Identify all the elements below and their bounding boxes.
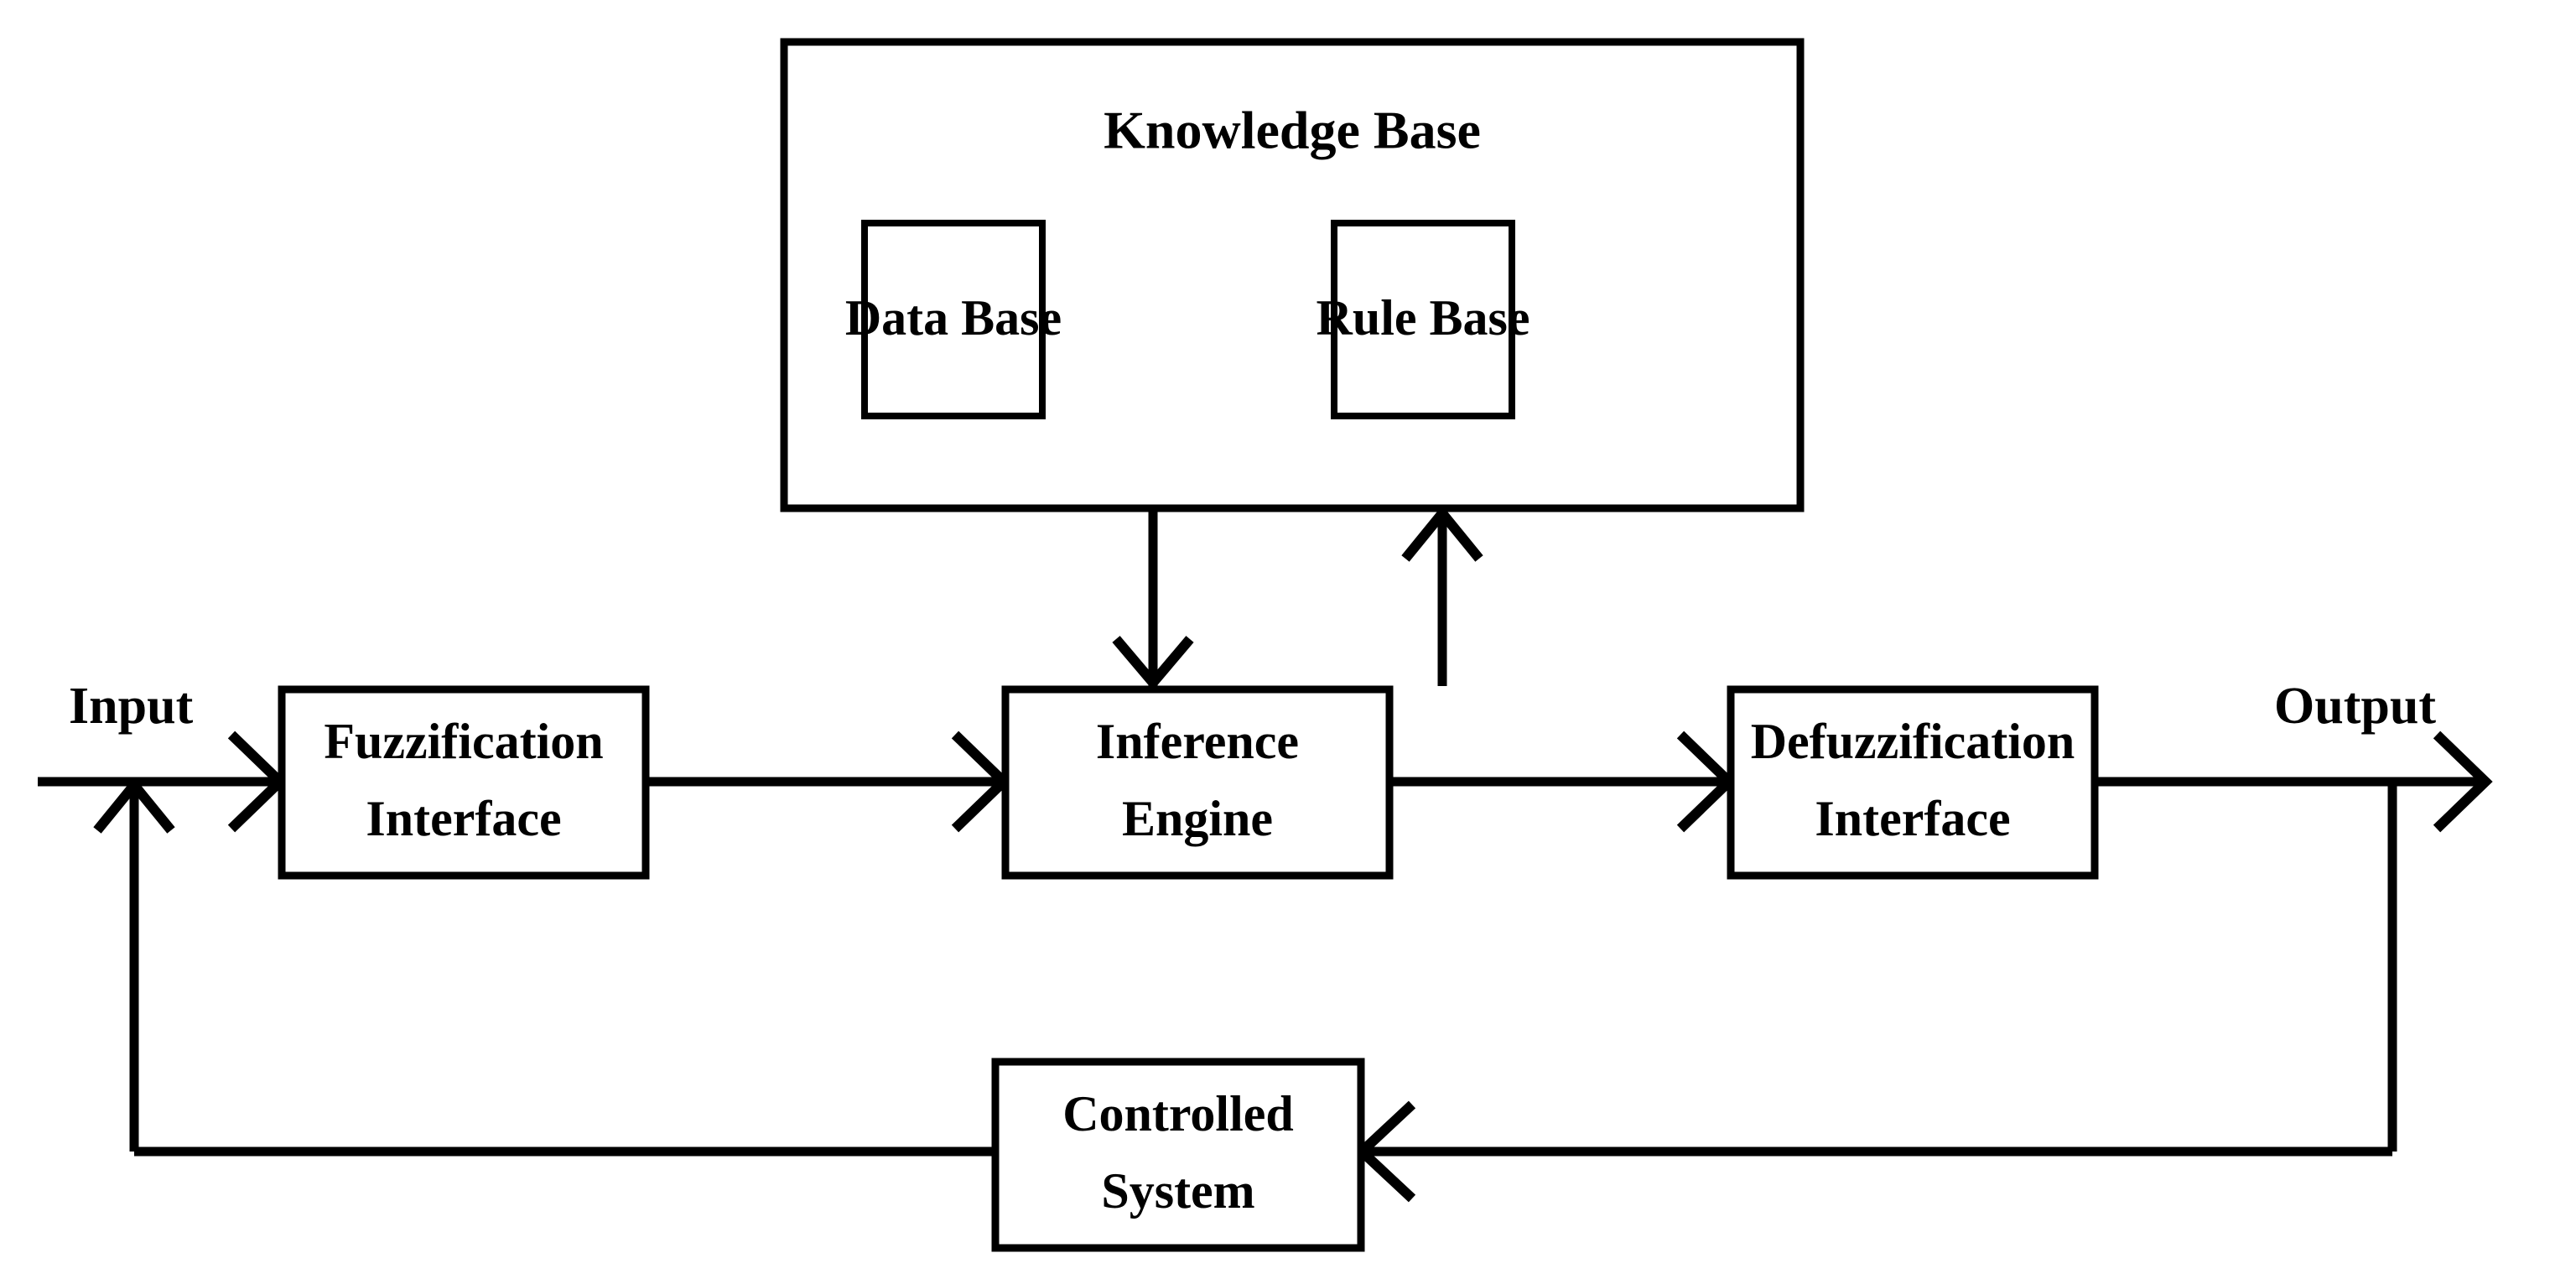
arrowhead-up-to-knowledgebase xyxy=(1401,505,1483,562)
connector-inference-to-knowledgebase xyxy=(1401,505,1483,686)
fuzzification-interface-block[interactable]: Fuzzification Interface xyxy=(278,685,650,880)
output-label: Output xyxy=(2274,678,2436,735)
rule-base-label: Rule Base xyxy=(1317,290,1530,346)
arrowhead-down-to-inference xyxy=(1112,636,1194,691)
input-label: Input xyxy=(69,678,194,735)
connector-fuzzification-to-inference xyxy=(646,730,1011,833)
fuzzification-interface-label-line1: Fuzzification xyxy=(324,714,603,769)
controlled-system-label-line2: System xyxy=(1101,1163,1254,1219)
defuzzification-interface-block[interactable]: Defuzzification Interface xyxy=(1727,685,2099,880)
connector-knowledgebase-to-inference xyxy=(1112,508,1194,691)
connector-controlled-system-to-input xyxy=(93,777,995,1157)
controlled-system-label-line1: Controlled xyxy=(1062,1086,1294,1141)
defuzzification-interface-label-line2: Interface xyxy=(1815,791,2010,846)
defuzzification-interface-label-line1: Defuzzification xyxy=(1751,714,2075,769)
knowledge-base-block[interactable]: Knowledge Base Data Base Rule Base xyxy=(780,38,1805,512)
rule-base-block[interactable]: Rule Base xyxy=(1317,220,1530,419)
controlled-system-block[interactable]: Controlled System xyxy=(991,1058,1365,1252)
arrowhead-into-input-junction xyxy=(93,777,175,834)
output-connector xyxy=(2095,730,2493,833)
data-base-label: Data Base xyxy=(845,290,1062,346)
inference-engine-label-line2: Engine xyxy=(1122,791,1273,846)
data-base-box xyxy=(861,220,1046,419)
knowledge-base-label: Knowledge Base xyxy=(1104,101,1481,160)
arrowhead-output xyxy=(2433,730,2493,833)
inference-engine-label-line1: Inference xyxy=(1096,714,1299,769)
fuzzification-interface-label-line2: Interface xyxy=(366,791,561,846)
connector-inference-to-defuzzification xyxy=(1389,730,1737,833)
inference-engine-block[interactable]: Inference Engine xyxy=(1001,685,1394,880)
fuzzification-interface-box xyxy=(278,685,650,880)
data-base-block[interactable]: Data Base xyxy=(845,220,1062,419)
controlled-system-box xyxy=(991,1058,1365,1252)
rule-base-box xyxy=(1331,220,1515,419)
defuzzification-interface-box xyxy=(1727,685,2099,880)
